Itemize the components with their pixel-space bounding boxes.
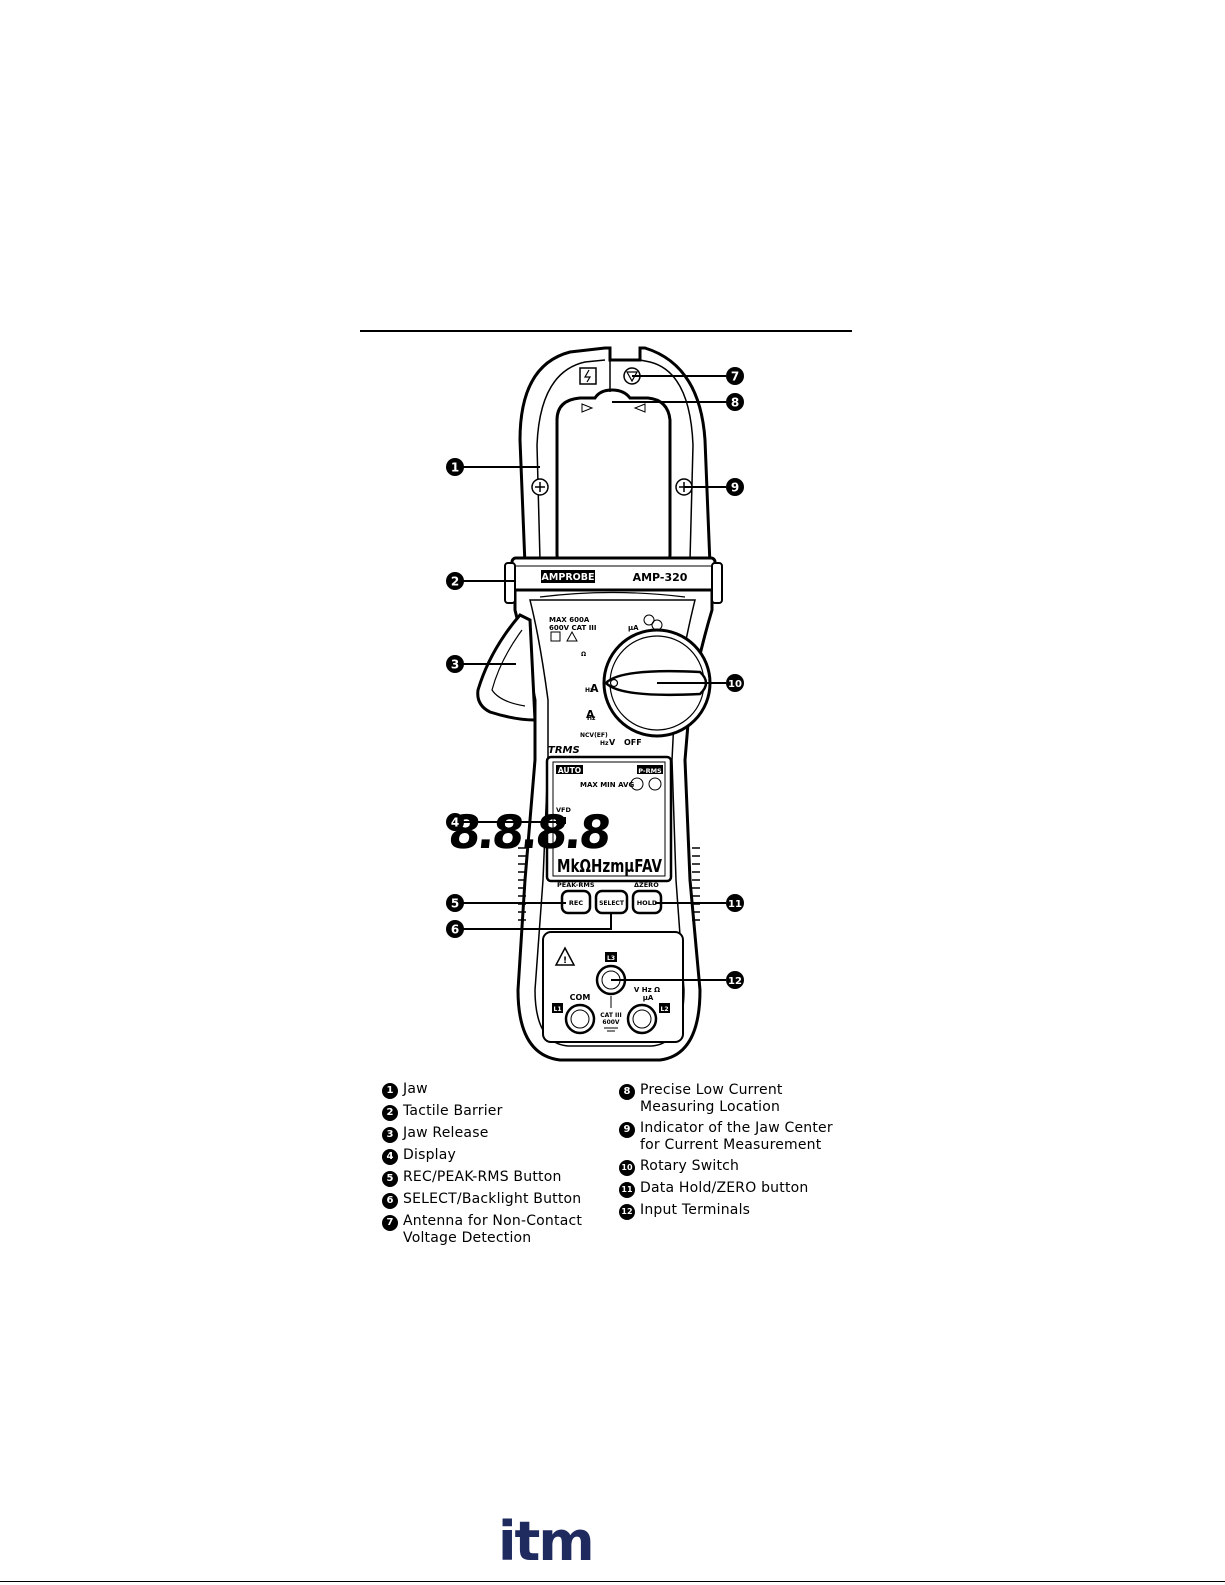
svg-text:V: V [609,738,616,747]
bottom-divider [0,1581,1225,1582]
svg-text:11: 11 [728,899,742,910]
lcd-display: AUTO P-RMS MAX MIN AVG VFD 8.8.8.8 MkΩHz… [446,755,673,883]
input-terminals: ! L3 COM V Hz Ω μA L1 L2 CAT III 600V [542,931,684,1043]
jaw [518,346,712,567]
top-divider [360,330,852,332]
svg-text:Hz: Hz [585,687,594,694]
warning-triangle-icon [554,946,576,966]
svg-text:Hz: Hz [587,715,596,722]
svg-text:9: 9 [731,481,739,495]
svg-text:7: 7 [731,370,739,384]
rec-button[interactable]: REC [560,889,592,915]
switch-label-ua: μA [628,624,639,632]
callout-badges: 1 2 3 4 5 6 7 8 9 10 11 12 [446,367,744,989]
switch-label-hz: Hz [600,740,609,747]
callout-4: 4 [446,813,464,831]
callout-1: 1 [446,458,464,476]
callout-5: 5 [446,894,464,912]
lcd-minmax: MAX MIN AVG [580,781,634,789]
hold-button-top-label: ΔZERO [634,881,659,889]
brand-label: AMPROBE [542,572,595,583]
terminal-com-label: COM [570,993,591,1002]
svg-text:8: 8 [731,396,739,410]
hold-button-label: HOLD [637,899,658,907]
callout-9: 9 [726,478,744,496]
switch-label-ncv: NCV(EF) [580,732,608,739]
svg-text:1: 1 [451,461,459,475]
svg-text:4: 4 [451,816,459,830]
rec-button-top-label: PEAK-RMS [557,881,595,889]
callout-12: 12 [726,971,744,989]
select-button-label: SELECT [599,900,625,907]
meter-body: AMPROBE AMP-320 MAX 600A 600V CAT III μA… [446,556,723,1062]
svg-text:Ω: Ω [581,651,586,658]
rec-button-label: REC [569,899,583,907]
svg-text:5: 5 [451,897,459,911]
trms-label: TRMS [548,745,580,756]
switch-label-off: OFF [624,738,642,747]
callout-2: 2 [446,572,464,590]
svg-text:A: A [590,682,599,695]
terminal-l1-label: L1 [554,1006,562,1013]
terminal-l2-label: L2 [661,1006,669,1013]
terminal-com[interactable] [564,1003,596,1035]
terminal-ua-label: μA [643,994,654,1002]
rating-line-2: 600V CAT III [549,624,597,632]
svg-text:2: 2 [451,575,459,589]
footer-logo: itm [498,1510,595,1573]
callout-7: 7 [726,367,744,385]
select-button[interactable]: SELECT [594,889,629,915]
svg-text:12: 12 [728,976,742,987]
svg-text:!: ! [563,956,567,966]
terminal-cat-label: CAT III [600,1012,621,1019]
svg-text:10: 10 [728,679,742,690]
callout-lines [463,375,726,981]
terminal-vhz-label: V Hz Ω [634,986,660,994]
lcd-vfd: VFD [556,806,571,814]
rating-line-1: MAX 600A [549,616,590,624]
clamp-meter-diagram: AMPROBE AMP-320 MAX 600A 600V CAT III μA… [446,346,744,1062]
callout-6: 6 [446,920,464,938]
lcd-units: MkΩHzmμFAV [557,856,662,877]
warning-icon [566,630,578,642]
callout-8: 8 [726,393,744,411]
svg-text:3: 3 [451,658,459,672]
callout-3: 3 [446,655,464,673]
lcd-auto: AUTO [558,766,581,775]
lcd-digits: 8.8.8.8 [446,805,612,859]
callout-11: 11 [726,894,744,912]
svg-text:6: 6 [451,923,459,937]
terminal-600v-label: 600V [602,1019,620,1026]
lcd-prms: P-RMS [638,767,662,775]
svg-text:A: A [586,708,595,721]
terminal-l3-label: L3 [607,955,615,962]
callout-10: 10 [726,674,744,692]
terminal-v[interactable] [626,1003,658,1035]
model-label: AMP-320 [633,571,688,584]
